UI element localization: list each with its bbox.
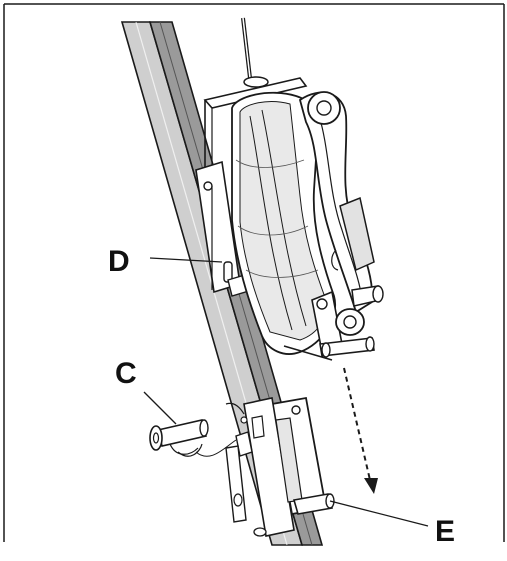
callout-d: D <box>108 245 130 278</box>
leader-line-c <box>143 391 177 425</box>
leader-line-d <box>149 257 223 263</box>
lever-arm <box>298 91 375 314</box>
top-rod <box>241 17 269 88</box>
top-bracket <box>203 77 308 186</box>
lower-clamp <box>225 396 335 537</box>
locking-pin <box>149 419 237 457</box>
leader-line-e <box>329 500 429 527</box>
callout-e: E <box>435 515 455 548</box>
lower-bracket <box>211 186 384 361</box>
actuator-body <box>231 91 337 355</box>
motion-arrow <box>343 367 378 494</box>
callout-c: C <box>115 357 137 390</box>
